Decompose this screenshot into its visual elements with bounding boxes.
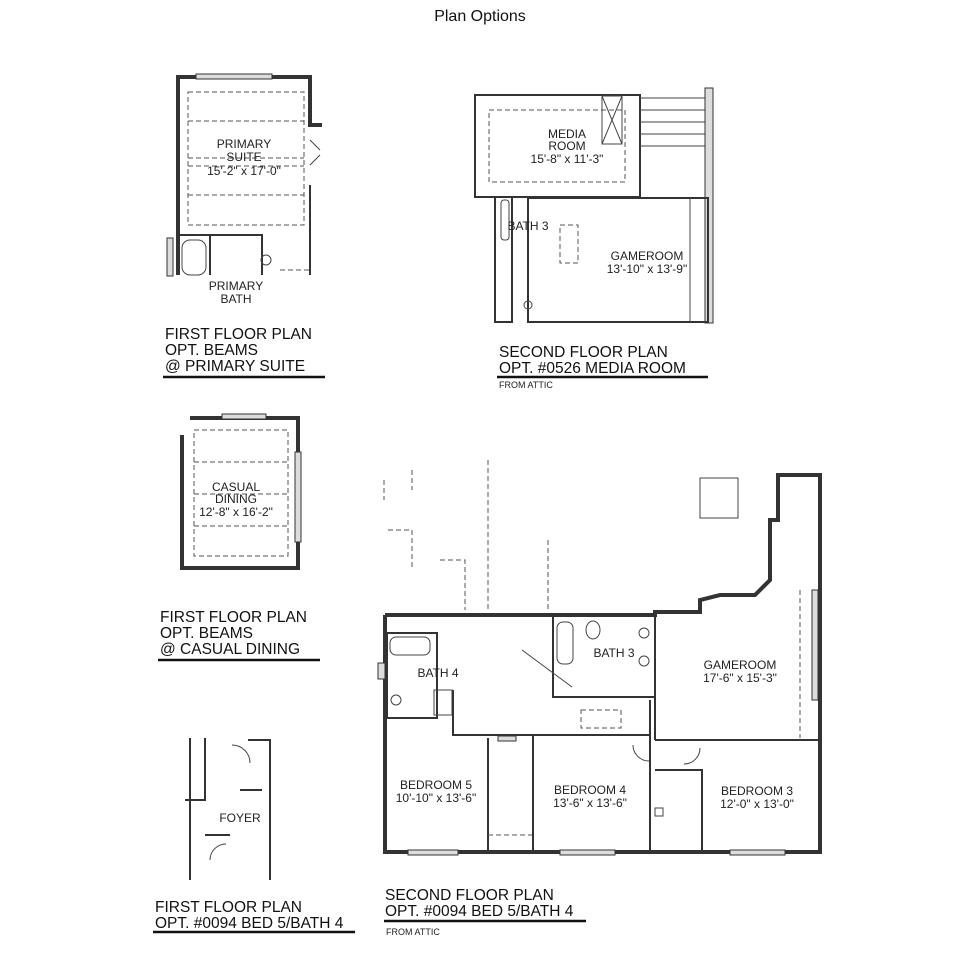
room-dimensions: 15'-2" x 17'-0" <box>207 164 281 178</box>
room-dimensions: 13'-10" x 13'-9" <box>607 262 687 276</box>
plan-caption: OPT. BEAMS <box>165 342 258 359</box>
room-dimensions: 12'-0" x 13'-0" <box>720 797 794 811</box>
plan-note: FROM ATTIC <box>499 380 553 390</box>
room-label: BATH <box>220 292 251 306</box>
stairs-icon <box>699 477 739 519</box>
room-label: BEDROOM 3 <box>721 784 793 798</box>
page-title: Plan Options <box>434 8 526 25</box>
room-label: BEDROOM 5 <box>400 778 472 792</box>
plan-caption: OPT. BEAMS <box>160 625 253 642</box>
plan-bed5-bath4: BATH 4 BATH 3 GAMEROOM 17'-6" x 15'-3" B… <box>377 460 822 937</box>
room-dimensions: 15'-8" x 11'-3" <box>531 152 604 166</box>
room-dimensions: 17'-6" x 15'-3" <box>703 671 777 685</box>
room-label: FOYER <box>219 811 261 825</box>
plan-caption: OPT. #0094 BED 5/BATH 4 <box>155 915 344 932</box>
plan-caption: FIRST FLOOR PLAN <box>165 326 312 343</box>
room-label: BATH 4 <box>417 666 458 680</box>
plan-caption: @ CASUAL DINING <box>160 641 300 658</box>
toilet-icon <box>585 620 601 640</box>
plan-caption: @ PRIMARY SUITE <box>165 358 305 375</box>
sink-icon <box>638 655 650 667</box>
plan-caption: FIRST FLOOR PLAN <box>160 609 307 626</box>
room-label: PRIMARY <box>209 279 263 293</box>
room-label: PRIMARY <box>217 137 271 151</box>
room-dimensions: 10'-10" x 13'-6" <box>396 791 476 805</box>
bathtub-icon <box>181 239 207 276</box>
plan-caption: SECOND FLOOR PLAN <box>499 344 668 361</box>
bathtub-icon <box>556 621 574 665</box>
bathtub-icon <box>389 636 431 656</box>
sink-icon <box>260 254 272 266</box>
room-dimensions: 12'-8" x 16'-2" <box>199 505 273 519</box>
room-label: BATH 3 <box>593 646 634 660</box>
closet-icon <box>654 807 664 817</box>
plan-caption: OPT. #0526 MEDIA ROOM <box>499 360 686 377</box>
sink-icon <box>390 694 402 706</box>
plan-caption: SECOND FLOOR PLAN <box>385 887 554 904</box>
room-label: DINING <box>215 492 257 506</box>
sink-icon <box>638 627 650 639</box>
plan-caption: FIRST FLOOR PLAN <box>155 899 302 916</box>
plan-note: FROM ATTIC <box>386 927 440 937</box>
bathtub-icon <box>500 199 510 241</box>
room-label: BEDROOM 4 <box>554 783 626 797</box>
room-label: BATH 3 <box>507 219 548 233</box>
room-label: MEDIA <box>548 127 586 141</box>
room-dimensions: 13'-6" x 13'-6" <box>553 796 627 810</box>
plan-media-room: MEDIA ROOM 15'-8" x 11'-3" BATH 3 GAMERO… <box>474 87 714 390</box>
plan-casual-dining-beams: CASUAL DINING 12'-8" x 16'-2" FIRST FLOO… <box>158 413 320 662</box>
room-label: ROOM <box>548 139 585 153</box>
room-label: GAMEROOM <box>611 249 684 263</box>
room-label: CASUAL <box>212 480 260 494</box>
room-label: SUITE <box>226 150 261 164</box>
sink-icon <box>523 300 533 310</box>
closet-icon <box>601 95 623 145</box>
room-label: GAMEROOM <box>704 658 777 672</box>
plan-foyer: FOYER FIRST FLOOR PLAN OPT. #0094 BED 5/… <box>153 738 355 934</box>
plan-caption: OPT. #0094 BED 5/BATH 4 <box>385 903 574 920</box>
plan-primary-suite-beams: PRIMARY SUITE 15'-2" x 17'-0" PRIMARY BA… <box>163 73 325 379</box>
